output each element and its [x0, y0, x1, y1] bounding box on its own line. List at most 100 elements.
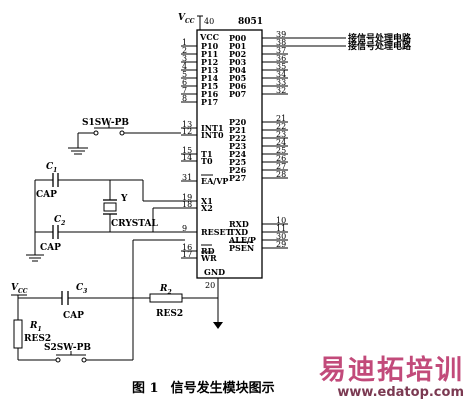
left-pin-label: RESET — [201, 227, 232, 237]
right-pin-number: 34 — [276, 70, 286, 79]
vcc-label: VCC — [11, 283, 28, 295]
right-pin-label: P04 — [229, 65, 247, 75]
left-pin-label: INT1 — [201, 123, 224, 133]
r1-type: RES2 — [24, 334, 51, 344]
right-pin-label: RXD — [229, 219, 249, 229]
left-pin-label: X1 — [201, 196, 213, 206]
right-pin-label: P27 — [229, 173, 246, 183]
left-pin-number: 1 — [182, 38, 187, 47]
figure-title: 信号发生模块图示 — [170, 381, 275, 396]
left-pin-number: 9 — [182, 224, 187, 233]
s1-label: S1SW-PB — [82, 118, 129, 128]
left-pin-number: 17 — [182, 250, 192, 259]
right-pin-label: P03 — [229, 57, 247, 67]
left-pin-label: P17 — [201, 97, 218, 107]
right-pin-number: 29 — [276, 240, 286, 249]
right-pin-number: 30 — [276, 232, 286, 241]
right-pin-label: P26 — [229, 165, 247, 175]
chip-name: 8051 — [238, 17, 263, 27]
right-pin-label: P01 — [229, 41, 246, 51]
left-pin-label: INT0 — [201, 130, 224, 140]
watermark-title: 易迪拓培训 — [319, 355, 464, 386]
left-pin-label: WR — [200, 253, 217, 263]
r2-type: RES2 — [156, 309, 183, 319]
right-pin-label: P25 — [229, 157, 246, 167]
right-pin-number: 11 — [276, 224, 286, 233]
watermark: 易迪拓培训 www.edatop.com — [319, 348, 464, 400]
c2-type: CAP — [40, 243, 61, 253]
left-pin-number: 8 — [182, 94, 187, 103]
left-pin-label: P16 — [201, 89, 219, 99]
left-pin-label: EA/VP — [201, 176, 228, 186]
left-pin-number: 7 — [182, 86, 187, 95]
right-pin-label: P24 — [229, 149, 247, 159]
right-pin-number: 22 — [276, 122, 286, 131]
right-pin-number: 24 — [276, 138, 286, 147]
left-pin-label: T1 — [201, 149, 213, 159]
c3-type: CAP — [63, 311, 84, 321]
left-pin-number: 3 — [182, 54, 187, 63]
right-pin-label: TXD — [229, 227, 248, 237]
right-pin-label: P06 — [229, 81, 247, 91]
crystal-label: Y — [120, 194, 128, 204]
left-pin-number: 6 — [182, 78, 187, 87]
s2-label: S2SW-PB — [44, 343, 91, 353]
chip-vcc-label: VCC — [178, 13, 195, 25]
left-pin-number: 12 — [182, 127, 192, 136]
right-pin-number: 38 — [276, 38, 286, 47]
right-pin-label: P00 — [229, 33, 247, 43]
right-pin-number: 33 — [276, 78, 286, 87]
left-pin-label: P11 — [201, 49, 218, 59]
left-pin-number: 18 — [182, 200, 192, 209]
c1-type: CAP — [36, 190, 57, 200]
right-pin-label: ALE/P — [228, 235, 256, 245]
left-pin-label: P12 — [201, 57, 218, 67]
c1-label: C1 — [46, 162, 57, 174]
c2-label: C2 — [54, 215, 65, 227]
right-pin-number: 28 — [276, 170, 286, 179]
right-pin-number: 21 — [276, 114, 286, 123]
output-label-2: 接信号处理电路 — [348, 40, 412, 52]
left-pin-label: P13 — [201, 65, 219, 75]
chip-vcc-inside: VCC — [199, 32, 219, 42]
chip-vcc-pin: 40 — [204, 17, 214, 26]
watermark-url: www.edatop.com — [337, 385, 464, 400]
left-pin-number: 2 — [182, 46, 187, 55]
right-pin-label: P22 — [229, 133, 246, 143]
left-pin-number: 16 — [182, 243, 192, 252]
c3-label: C3 — [76, 283, 87, 295]
right-pin-label: P23 — [229, 141, 247, 151]
chip-gnd-pin: 20 — [205, 281, 215, 290]
right-pin-number: 36 — [276, 54, 286, 63]
right-pin-label: P05 — [229, 73, 246, 83]
left-pin-label: P15 — [201, 81, 218, 91]
output-label-1: 接信号处理电路 — [348, 32, 412, 44]
chip-gnd-inside: GND — [204, 267, 225, 277]
left-pin-number: 13 — [182, 120, 192, 129]
right-pin-label: P21 — [229, 125, 246, 135]
r2-label: R2 — [159, 284, 172, 296]
left-pin-number: 15 — [182, 146, 192, 155]
left-pin-label: T0 — [201, 156, 213, 166]
left-pin-number: 4 — [182, 62, 187, 71]
right-pin-label: P07 — [229, 89, 246, 99]
left-pin-number: 5 — [182, 70, 187, 79]
right-pin-number: 39 — [276, 30, 286, 39]
right-pin-number: 10 — [276, 216, 286, 225]
right-pin-number: 23 — [276, 130, 286, 139]
crystal-type: CRYSTAL — [111, 219, 158, 229]
right-pin-number: 25 — [276, 146, 286, 155]
left-pin-label: X2 — [201, 203, 213, 213]
right-pin-number: 27 — [276, 162, 286, 171]
right-pin-number: 32 — [276, 86, 286, 95]
right-pin-number: 35 — [276, 62, 286, 71]
right-pin-label: PSEN — [229, 243, 254, 253]
r1-label: R1 — [29, 321, 42, 333]
left-pin-label: P14 — [201, 73, 219, 83]
left-pin-number: 14 — [182, 153, 192, 162]
right-pin-number: 26 — [276, 154, 286, 163]
right-pin-number: 37 — [276, 46, 286, 55]
right-pin-label: P02 — [229, 49, 246, 59]
